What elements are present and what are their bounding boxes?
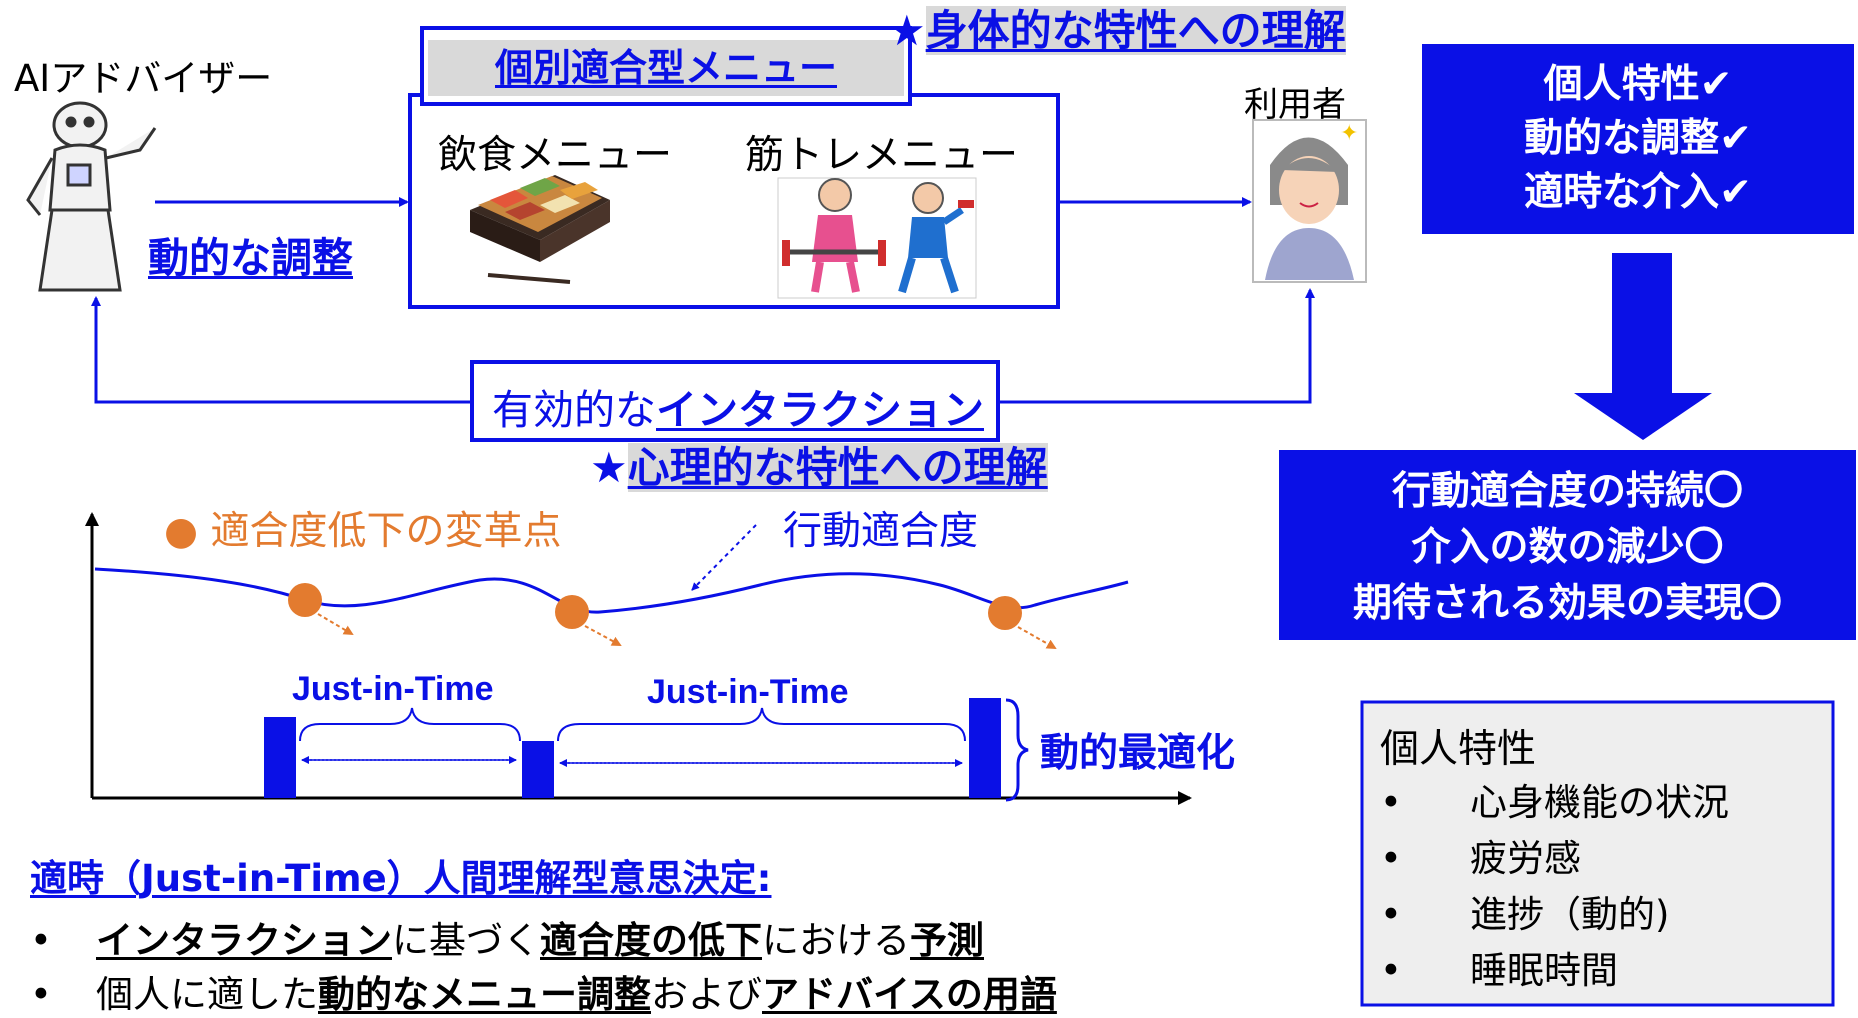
big-down-arrow-shaft	[1612, 253, 1672, 395]
interaction-label: 有効的なインタラクション	[492, 376, 984, 436]
bottom-line-1: •インタラクションに基づく適合度の低下における予測	[30, 919, 984, 962]
big-down-arrow-head	[1574, 393, 1712, 440]
menu-title-text: 個別適合型メニュー	[494, 46, 837, 90]
physical-understanding-label: 身体的な特性への理解	[925, 6, 1346, 55]
training-icon	[777, 177, 977, 299]
traits-item: •心身機能の状況	[1380, 775, 1729, 831]
status-box-2-line: 介入の数の減少〇	[1411, 525, 1724, 570]
ai-advisor-label: AIアドバイザー	[14, 57, 273, 100]
status-box-2-line: 行動適合度の持続〇	[1391, 469, 1743, 514]
change-point-2	[555, 595, 622, 646]
traits-item: •睡眠時間	[1380, 943, 1729, 999]
traits-title: 個人特性	[1380, 727, 1537, 772]
fitness-curve	[94, 567, 1129, 614]
physical-understanding: ★身体的な特性への理解	[888, 2, 1346, 60]
status-box-2-text: 行動適合度の持続〇 介入の数の減少〇 期待される効果の実現〇	[1279, 464, 1856, 632]
bullet: •	[1380, 837, 1402, 880]
status-box-1-line: 動的な調整✔	[1524, 116, 1752, 161]
interaction-box	[470, 360, 1000, 442]
jit-interval-1	[299, 707, 521, 764]
bottom-heading: 適時（Just-in-Time）人間理解型意思決定:	[30, 857, 772, 900]
status-box-2	[1279, 450, 1856, 640]
intervention-bar-1	[264, 717, 296, 798]
change-point-legend-dot: ●	[164, 509, 199, 554]
bullet: •	[1380, 893, 1402, 936]
dynamic-opt-brace	[1005, 698, 1029, 802]
interaction-prefix: 有効的な	[492, 386, 656, 434]
status-box-1-line: 適時な介入✔	[1524, 170, 1752, 215]
jit-label-1: Just-in-Time	[292, 670, 494, 708]
interaction-link: インタラクション	[656, 386, 984, 434]
robot-icon	[26, 101, 157, 292]
intervention-bar-3	[969, 698, 1001, 798]
jit-interval-2	[557, 707, 966, 767]
bullet: •	[1380, 949, 1402, 992]
traits-item: •進捗（動的)	[1380, 887, 1729, 943]
dynamic-adjust-label: 動的な調整	[148, 234, 353, 282]
food-menu-label: 飲食メニュー	[438, 133, 673, 178]
status-box-1	[1422, 44, 1854, 234]
psych-understanding-label: 心理的な特性への理解	[627, 443, 1048, 492]
curve-pointer-arrow	[691, 524, 757, 591]
dynamic-opt-label: 動的最適化	[1040, 731, 1236, 776]
traits-item: •疲労感	[1380, 831, 1729, 887]
change-point-3	[988, 596, 1057, 649]
training-menu-label: 筋トレメニュー	[745, 133, 1019, 178]
status-box-2-line: 期待される効果の実現〇	[1352, 581, 1782, 626]
change-point-legend: ● 適合度低下の変革点	[164, 500, 561, 556]
status-box-1-line: 個人特性✔	[1543, 62, 1733, 107]
fitness-curve-label: 行動適合度	[783, 509, 979, 554]
psych-understanding: ★心理的な特性への理解	[590, 440, 1048, 496]
traits-box	[1360, 700, 1835, 1007]
change-point-1	[288, 583, 354, 636]
svg-text:✦: ✦	[1340, 121, 1358, 146]
star-icon: ★	[590, 443, 628, 492]
bento-icon	[470, 175, 610, 284]
bullet: •	[1380, 781, 1402, 824]
intervention-bar-2	[522, 741, 554, 798]
jit-label-2: Just-in-Time	[647, 673, 849, 711]
bottom-line-2: •個人に適した動的なメニュー調整およびアドバイスの用語	[30, 973, 1057, 1016]
bullet: •	[30, 919, 52, 962]
menu-title: 個別適合型メニュー	[428, 40, 904, 96]
user-portrait-icon: ✦	[1252, 119, 1367, 283]
change-point-legend-text: 適合度低下の変革点	[210, 509, 562, 554]
status-box-1-text: 個人特性✔ 動的な調整✔ 適時な介入✔	[1422, 58, 1854, 220]
traits-list: •心身機能の状況 •疲労感 •進捗（動的) •睡眠時間	[1380, 775, 1729, 999]
star-icon: ★	[888, 6, 926, 55]
user-label: 利用者	[1244, 85, 1346, 125]
bullet: •	[30, 973, 52, 1016]
